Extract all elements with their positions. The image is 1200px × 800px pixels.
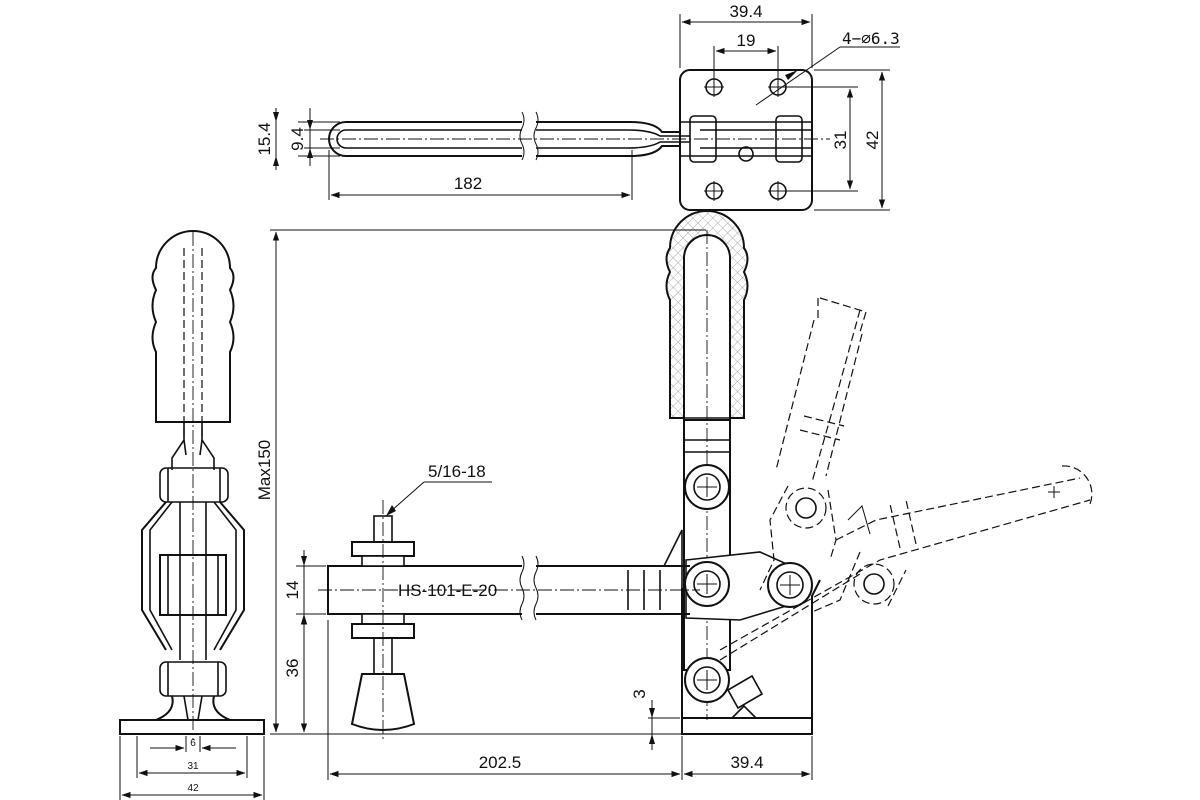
dim-top-height: 42 xyxy=(863,131,882,150)
dim-base-width: 39.4 xyxy=(730,753,763,772)
side-frame xyxy=(681,579,821,718)
model-label: HS-101-E-20 xyxy=(398,581,497,600)
dim-top-width: 39.4 xyxy=(729,2,762,21)
dim-handle-outer: 15.4 xyxy=(255,122,274,155)
dim-handle-length: 182 xyxy=(454,174,482,193)
side-dimensions: Max150 5/16-18 14 36 3 202.5 39.4 xyxy=(255,229,813,780)
pivot-pins xyxy=(684,464,813,703)
dim-max-height: Max150 xyxy=(255,440,274,500)
dim-bar-thickness: 14 xyxy=(283,581,302,600)
end-view xyxy=(119,230,265,740)
dim-reach: 202.5 xyxy=(479,753,522,772)
dim-spindle-height: 36 xyxy=(283,659,302,678)
end-dimensions: 6 31 42 xyxy=(119,736,265,800)
end-handle-grip xyxy=(151,230,235,423)
dim-end-width: 42 xyxy=(187,783,199,794)
top-base-plate xyxy=(679,69,813,211)
dim-spindle-thread: 5/16-18 xyxy=(428,462,486,481)
top-dimensions: 39.4 19 4−∅6.3 42 31 15.4 9.4 182 xyxy=(255,2,900,211)
dim-hole-height: 31 xyxy=(831,131,850,150)
dim-handle-inner: 9.4 xyxy=(288,127,307,151)
end-base xyxy=(119,719,265,735)
spindle-bolt xyxy=(350,500,416,740)
top-view xyxy=(320,69,830,211)
phantom-positions xyxy=(719,297,1093,661)
dim-hole-spec: 4−∅6.3 xyxy=(842,29,900,48)
dim-end-slot: 6 xyxy=(190,738,196,749)
side-base xyxy=(681,717,813,735)
top-handle xyxy=(328,121,522,157)
dim-end-holes: 31 xyxy=(187,761,199,772)
side-view: HS-101-E-20 xyxy=(318,210,1093,740)
dim-base-gap: 3 xyxy=(630,689,649,698)
dim-hole-spacing: 19 xyxy=(737,31,756,50)
